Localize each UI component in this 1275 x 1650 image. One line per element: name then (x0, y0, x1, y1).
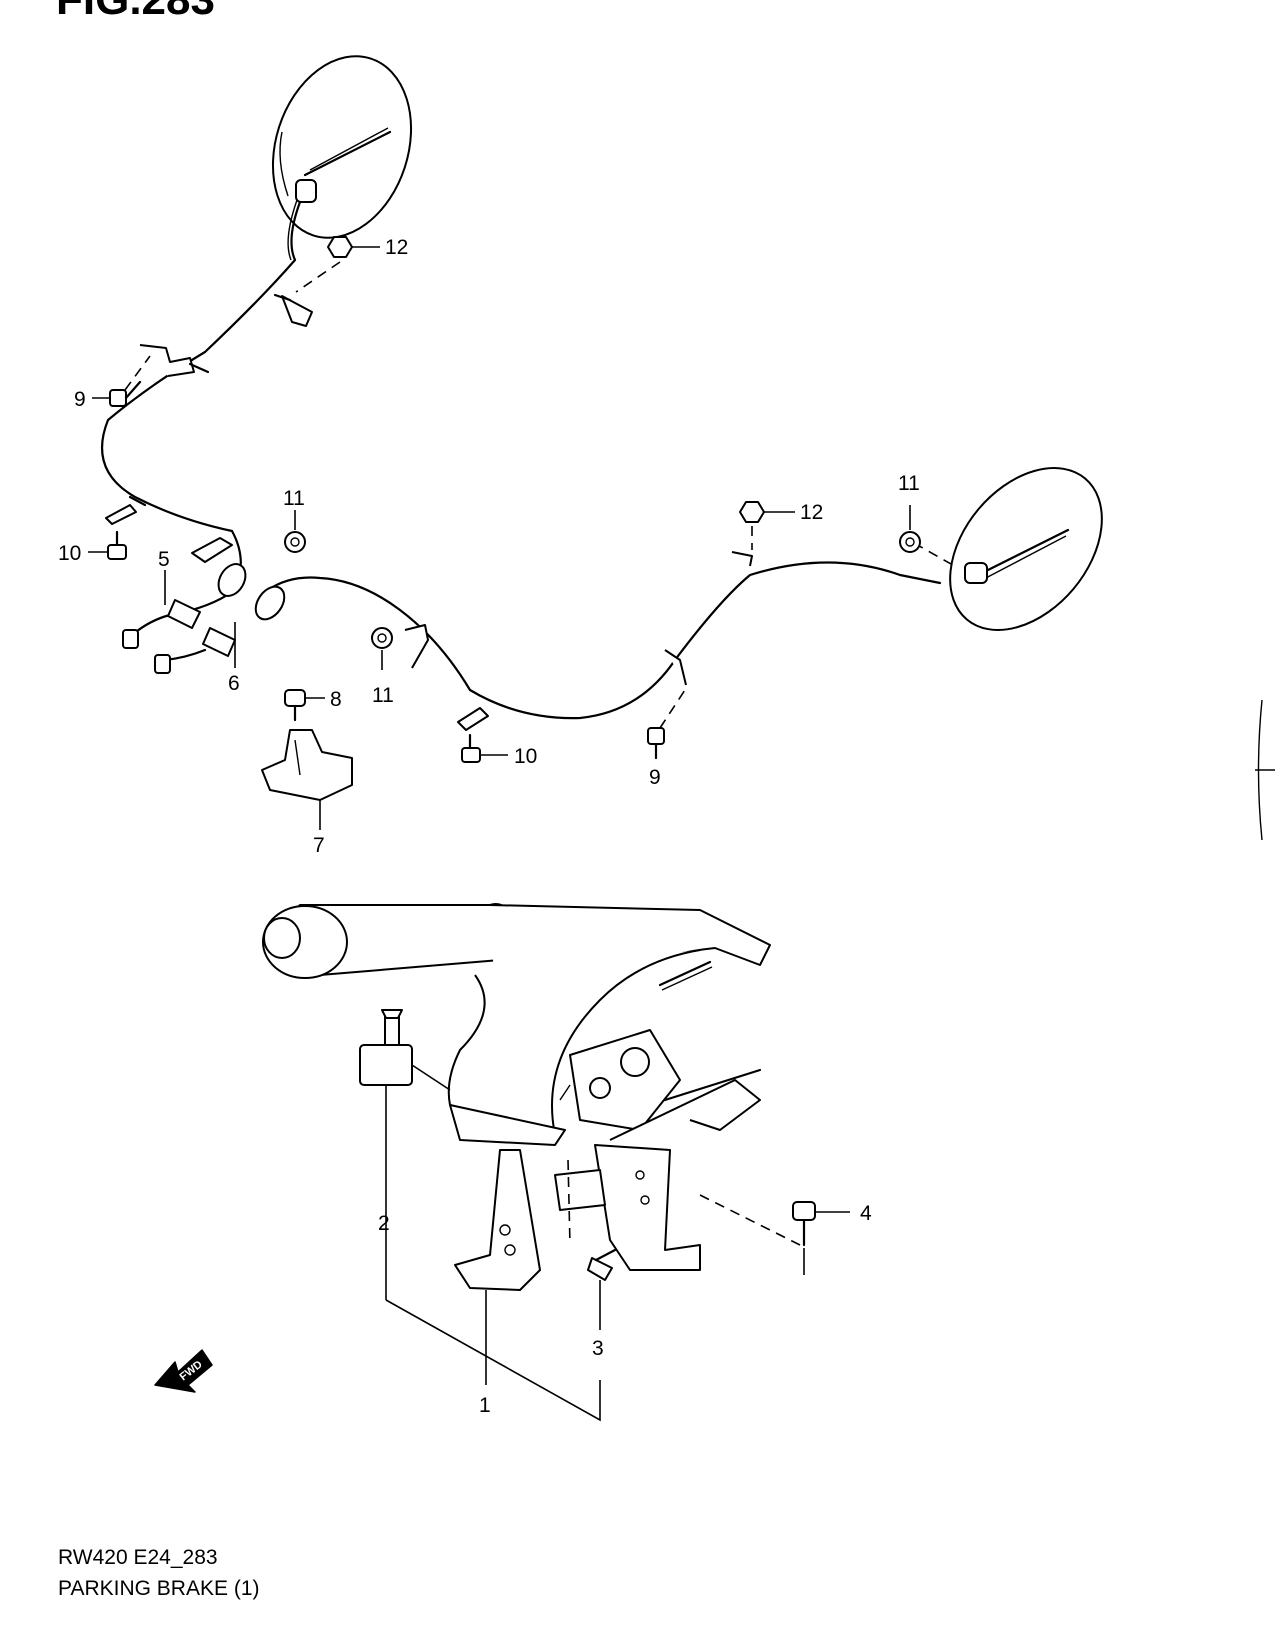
right-brake-backing-plate (913, 467, 1103, 631)
callout-11-left: 11 (283, 487, 305, 510)
callout-10-middle: 10 (514, 745, 537, 768)
page-edge-marks (1255, 699, 1275, 841)
callout-6: 6 (228, 672, 240, 695)
bracket-7 (261, 729, 353, 830)
callout-7: 7 (313, 834, 325, 857)
callout-5: 5 (158, 548, 170, 571)
left-brake-cable (100, 199, 313, 563)
callout-10-left: 10 (58, 542, 81, 565)
callout-12-right: 12 (800, 501, 823, 524)
model-code: RW420 E24_283 (58, 1546, 218, 1569)
callout-12-upper: 12 (385, 236, 408, 259)
nut-11-middle (371, 627, 393, 670)
callout-3: 3 (592, 1337, 604, 1360)
bolt-8 (284, 689, 325, 722)
callout-9-upper: 9 (74, 388, 86, 411)
callout-11-right: 11 (898, 472, 920, 495)
nut-12-upper (295, 236, 380, 293)
callout-1: 1 (479, 1394, 491, 1417)
screw-3 (567, 1159, 617, 1330)
cable-5-end (122, 529, 247, 649)
bolt-10-left (88, 530, 127, 560)
adjuster-2 (359, 1009, 451, 1300)
parking-brake-lever-assembly (262, 903, 771, 1291)
fwd-arrow-icon: FWD (154, 1349, 213, 1393)
callout-2: 2 (378, 1212, 390, 1235)
callout-8: 8 (330, 688, 342, 711)
figure-title: FIG.283 (56, 0, 215, 22)
figure-caption: PARKING BRAKE (1) (58, 1577, 260, 1600)
nut-12-right (739, 501, 795, 550)
nut-11-right (899, 505, 921, 553)
left-brake-backing-plate (271, 55, 413, 239)
bolt-10-middle (461, 733, 508, 763)
callout-1-leaders (385, 1290, 601, 1422)
nut-11-left (284, 510, 306, 553)
callout-11-middle: 11 (372, 684, 394, 707)
bolt-9-lower (647, 689, 686, 760)
callout-9-lower: 9 (649, 766, 661, 789)
right-brake-cable (154, 551, 942, 731)
callout-4: 4 (860, 1202, 872, 1225)
bolt-9-upper (92, 355, 151, 407)
bolt-4 (699, 1194, 850, 1275)
